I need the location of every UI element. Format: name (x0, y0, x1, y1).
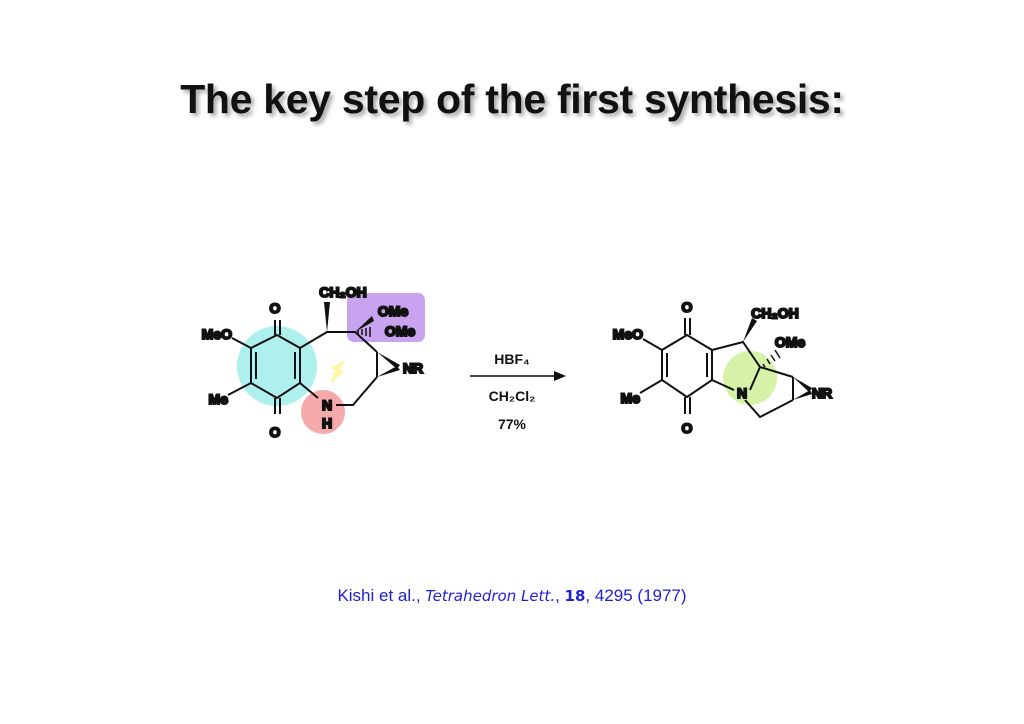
sm-o-bottom: O (270, 424, 281, 440)
citation: Kishi et al., Tetrahedron Lett., 18, 429… (0, 586, 1024, 606)
sm-ome2: OMe (385, 323, 416, 339)
sm-ch2oh: CH₂OH (319, 284, 366, 300)
slide-title: The key step of the first synthesis: (180, 76, 844, 122)
citation-pages-year: , 4295 (1977) (585, 586, 687, 605)
p-o-bottom: O (682, 420, 693, 436)
citation-sep: , (555, 586, 565, 605)
sm-me: Me (209, 391, 229, 407)
sm-ome1: OMe (378, 303, 409, 319)
new-bond-highlight (723, 351, 777, 405)
p-ch2oh: CH₂OH (751, 305, 798, 321)
product: O O MeO Me CH₂OH OMe N NR (612, 298, 833, 437)
reagent: HBF₄ (494, 351, 529, 367)
sm-n: N (322, 397, 332, 413)
p-nr: NR (812, 385, 832, 401)
citation-authors: Kishi et al., (337, 586, 426, 605)
sm-h: H (322, 415, 332, 431)
p-n: N (737, 385, 747, 401)
yield: 77% (498, 416, 527, 432)
starting-material: O O MeO Me CH₂OH OMe OMe NR N H (201, 283, 425, 441)
sm-o-top: O (270, 300, 281, 316)
solvent: CH₂Cl₂ (489, 388, 536, 404)
p-meo: MeO (613, 326, 643, 342)
reaction-arrow: HBF₄ CH₂Cl₂ 77% (470, 351, 566, 432)
sm-nr: NR (403, 360, 423, 376)
p-ome: OMe (775, 334, 806, 350)
sm-meo: MeO (202, 326, 232, 342)
citation-journal: Tetrahedron Lett. (425, 587, 556, 605)
p-me: Me (621, 390, 641, 406)
quinone-highlight (237, 326, 317, 406)
yellow-arrow-icon (330, 360, 345, 385)
citation-volume: 18 (564, 587, 586, 605)
nh-highlight (301, 390, 345, 434)
p-o-top: O (682, 299, 693, 315)
